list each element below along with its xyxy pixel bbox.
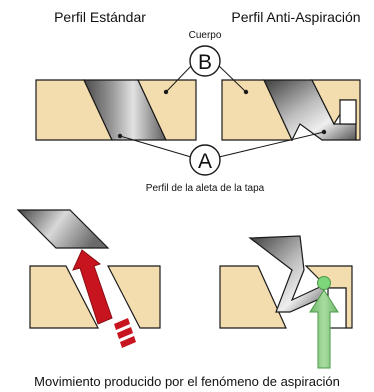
label-a-callout: A [117, 129, 327, 176]
red-arrow-shaft [72, 249, 113, 325]
red-arrow-tail-2 [117, 327, 133, 339]
title-anti-aspiration: Perfil Anti-Aspiración [231, 9, 360, 25]
caption: Movimiento producido por el fenómeno de … [34, 374, 340, 389]
body-left-block-anti-bottom [219, 265, 287, 329]
leader-a-right-dot [321, 129, 327, 135]
title-standard: Perfil Estándar [54, 9, 146, 25]
anti-profile-bottom [219, 235, 353, 329]
lid-flap-lifted [16, 209, 110, 249]
standard-profile-bottom [16, 209, 161, 329]
body-right-block [137, 79, 197, 141]
green-arrow-shape [309, 289, 339, 369]
label-b-circle [189, 45, 221, 77]
red-arrow-tail-3 [120, 336, 136, 348]
body-right-block-bottom [107, 265, 161, 329]
arrow-up-icon [309, 289, 339, 369]
anti-notch [339, 99, 357, 125]
body-label: Cuerpo [189, 30, 222, 41]
label-a-letter: A [198, 150, 212, 173]
standard-profile-top [35, 79, 197, 141]
leader-a-left-dot [117, 133, 123, 139]
body-left-block-bottom [29, 265, 99, 329]
leader-b-right [216, 63, 247, 93]
anti-profile-top [221, 79, 361, 142]
leader-a-right [218, 131, 325, 158]
label-a-circle [189, 144, 221, 176]
red-arrow-tail-1 [114, 318, 130, 330]
arrow-up-right-icon [72, 249, 136, 348]
label-b-callout: B [163, 45, 249, 95]
leader-b-left [165, 63, 194, 93]
leader-b-left-dot [163, 89, 169, 95]
leader-b-right-dot [243, 89, 249, 95]
contact-point-dot [317, 276, 331, 290]
leader-a-left [119, 135, 192, 158]
label-b-letter: B [198, 51, 212, 74]
profile-label: Perfil de la aleta de la tapa [146, 183, 265, 194]
